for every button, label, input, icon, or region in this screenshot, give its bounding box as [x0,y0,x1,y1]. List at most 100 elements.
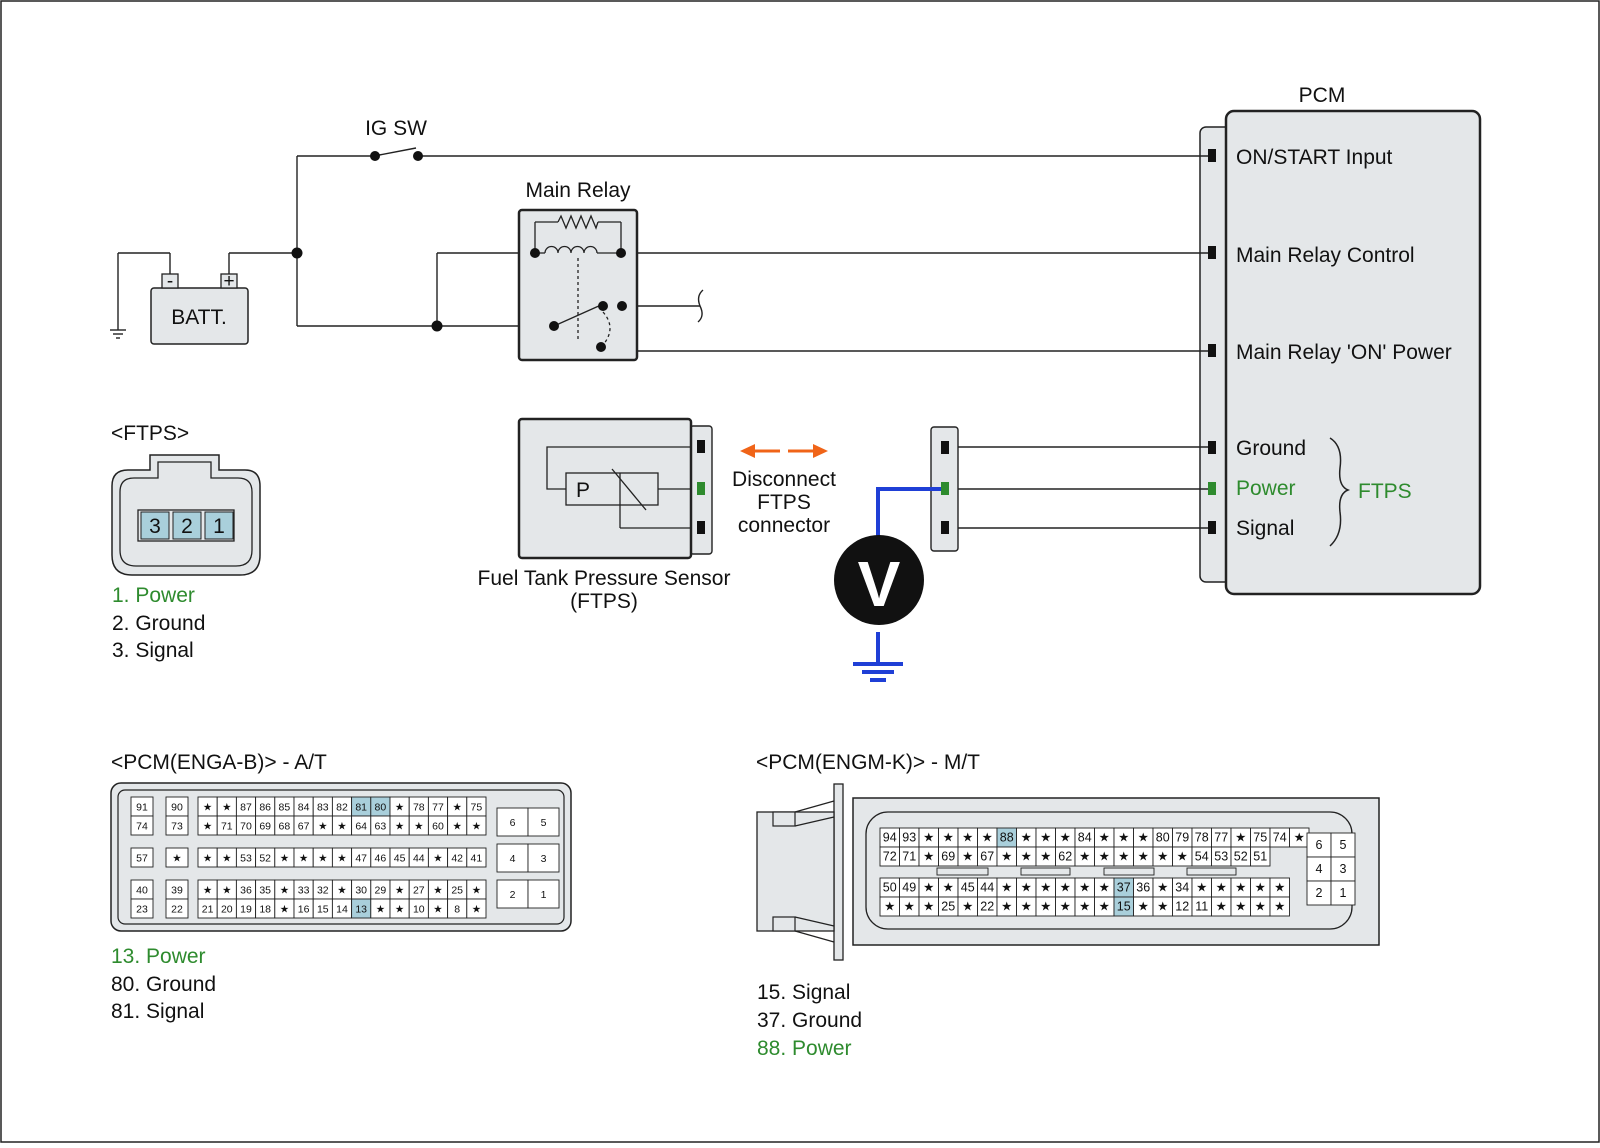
pcm-mt-pin: 71 [902,850,916,864]
pcm-mt-pin: 50 [883,881,897,895]
pcm-mt-key-slot [1186,867,1237,876]
pcm-mt-pin: 52 [1234,850,1248,864]
pcm-mt-pin: ★ [1157,881,1168,895]
pcm-at-pin-cell [466,898,487,919]
pcm-at-legend-power: 13. Power [111,945,206,968]
switch-contact [413,151,423,161]
pcm-at-pin: 30 [355,885,367,897]
pcm-mt-pin: ★ [1216,900,1227,914]
pcm-mt-pin: ★ [943,881,954,895]
pcm-at-pin: ★ [172,853,182,865]
pcm-at-pin: ★ [222,885,232,897]
pcm-mt-pin: ★ [1001,850,1012,864]
pcm-at-pin: ★ [318,853,328,865]
pcm-terminal [1208,246,1216,259]
pcm-at-pin: 77 [432,802,444,814]
pcm-module: PCM ON/START Input Main Relay Control Ma… [1199,84,1482,596]
pcm-mt-side-pin-cell [1330,832,1356,858]
pcm-at-pin: 25 [451,885,463,897]
pcm-at-pin: 84 [298,802,310,814]
pcm-at-pin: 67 [298,821,310,833]
pcm-mt-pin: ★ [1040,881,1051,895]
pcm-at-pin: 75 [471,802,483,814]
pcm-at-pin: ★ [395,821,405,833]
pcm-terminal-power [1208,482,1216,495]
pcm-at-side-pin-cell [496,807,529,837]
pcm-at-pin: 87 [240,802,252,814]
disconnect-label-line3: connector [738,514,830,537]
pcm-at-pin: ★ [222,853,232,865]
pcm-at-pin: 44 [413,853,425,865]
pcm-mt-side-pin: 1 [1340,886,1347,900]
pcm-mt-pin: ★ [1099,831,1110,845]
switch-contact [370,151,380,161]
pcm-mt-side-pin-cell [1330,880,1356,906]
pcm-mt-pin: ★ [943,831,954,845]
disconnect-label-line1: Disconnect [732,468,836,491]
pcm-mt-pin: ★ [1294,831,1305,845]
pcm-at-side-pin: 4 [510,853,516,865]
pcm-input-relay-on-power: Main Relay 'ON' Power [1236,341,1452,364]
pcm-at-pin: ★ [376,904,386,916]
fuel-tank-pressure-sensor: P Fuel Tank Pressure Sensor (FTPS) [478,417,730,613]
pcm-at-side-pin: 5 [541,817,547,829]
pcm-at-pin: 73 [171,821,183,833]
pcm-at-pin: ★ [395,904,405,916]
pcm-at-pin: 60 [432,821,444,833]
pcm-at-pin: ★ [318,821,328,833]
pcm-mt-pin: ★ [1216,881,1227,895]
ig-switch-label: IG SW [365,117,427,140]
pcm-mt-pin: 62 [1058,850,1072,864]
pcm-at-pin-cell [130,815,154,836]
arrow-right-icon [813,444,828,458]
pcm-mt-pin: ★ [1235,900,1246,914]
pcm-at-pin: ★ [203,885,213,897]
pcm-at-pin: 86 [259,802,271,814]
pcm-at-pin: 81 [355,802,367,814]
pcm-mt-pin: 36 [1136,881,1150,895]
pcm-at-pin: 80 [375,802,387,814]
pcm-mt-side-pin-cell [1306,880,1332,906]
sensor-pressure-letter: P [576,479,590,502]
pcm-at-pin: 68 [279,821,291,833]
pcm-mt-pin: ★ [923,850,934,864]
pcm-input-relay-control: Main Relay Control [1236,244,1415,267]
pcm-at-pin: 78 [413,802,425,814]
pcm-mt-pin: 84 [1078,831,1092,845]
pcm-at-legend-signal: 81. Signal [111,1000,204,1023]
pcm-mt-pin: 53 [1214,850,1228,864]
pcm-at-pin: 18 [259,904,271,916]
pcm-at-pin: ★ [452,821,462,833]
pcm-at-pin: 83 [317,802,329,814]
pcm-at-pin: 69 [259,821,271,833]
pcm-at-pin: 57 [136,853,148,865]
pcm-at-pin: 71 [221,821,233,833]
pcm-at-pin: 33 [298,885,310,897]
pcm-body [1224,109,1482,596]
pcm-ftps-group-label: FTPS [1358,480,1412,503]
pcm-mt-pin: 25 [941,900,955,914]
pcm-mt-pin: ★ [1060,881,1071,895]
pcm-mt-side-pin: 4 [1316,862,1323,876]
pcm-at-side-pin-cell [496,879,529,909]
ftps-pin-2: 2 [181,515,193,538]
pcm-at-pin: ★ [203,853,213,865]
voltmeter: V [834,487,941,682]
pcm-mt-pin: ★ [1001,881,1012,895]
pcm-at-pin: ★ [280,885,290,897]
battery-positive-mark: + [223,271,234,292]
pcm-at-side-pin: 3 [541,853,547,865]
pcm-input-signal: Signal [1236,517,1294,540]
ftps-legend-ground: 2. Ground [112,612,205,635]
pcm-mt-pin: 54 [1195,850,1209,864]
ftps-group-brace [1329,437,1351,547]
voltmeter-symbol: V [858,548,901,620]
pcm-mt-pin: ★ [962,850,973,864]
pcm-mt-pin: ★ [1235,881,1246,895]
pcm-at-pin: 53 [240,853,252,865]
